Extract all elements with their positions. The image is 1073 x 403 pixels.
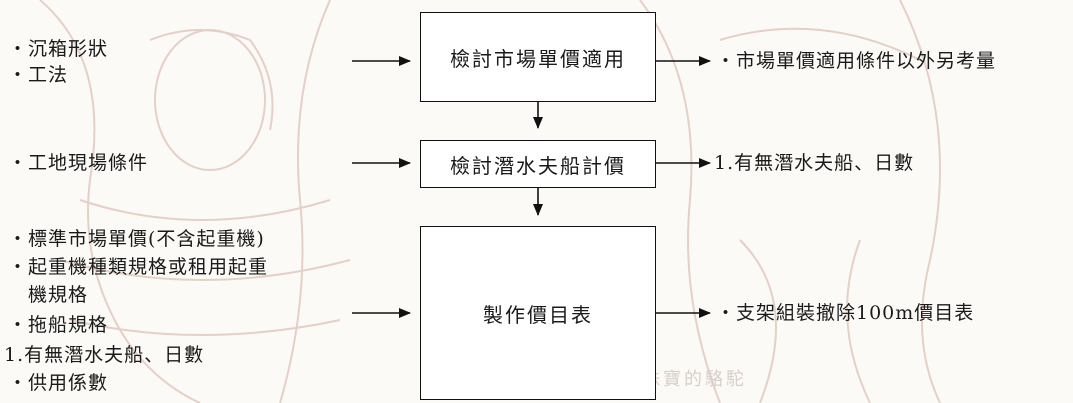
input-item: 機規格 [28,284,89,306]
input-item: ・供用係數 [8,372,109,394]
input-item: ・起重機種類規格或租用起重 [8,256,269,278]
process-box-review-diver-boat: 檢討潛水夫船計價 [420,140,656,188]
input-item: ・標準市場單價(不含起重機) [8,228,265,250]
output-item: 1.有無潛水夫船、日數 [714,152,915,174]
process-box-price-list: 製作價目表 [420,226,656,400]
input-item: ・工法 [8,64,69,86]
process-box-label: 檢討市場單價適用 [450,46,626,71]
process-box-label: 檢討潛水夫船計價 [450,153,626,178]
output-item: ・支架組裝撤除100m價目表 [716,302,975,324]
output-item: ・市場單價適用條件以外另考量 [716,50,997,72]
process-box-label: 製作價目表 [483,302,593,327]
input-item: 1.有無潛水夫船、日數 [4,344,205,366]
input-item: ・沉箱形狀 [8,38,109,60]
process-box-review-unit-price: 檢討市場單價適用 [420,12,656,102]
input-item: ・工地現場條件 [8,152,149,174]
input-item: ・拖船規格 [8,314,109,336]
